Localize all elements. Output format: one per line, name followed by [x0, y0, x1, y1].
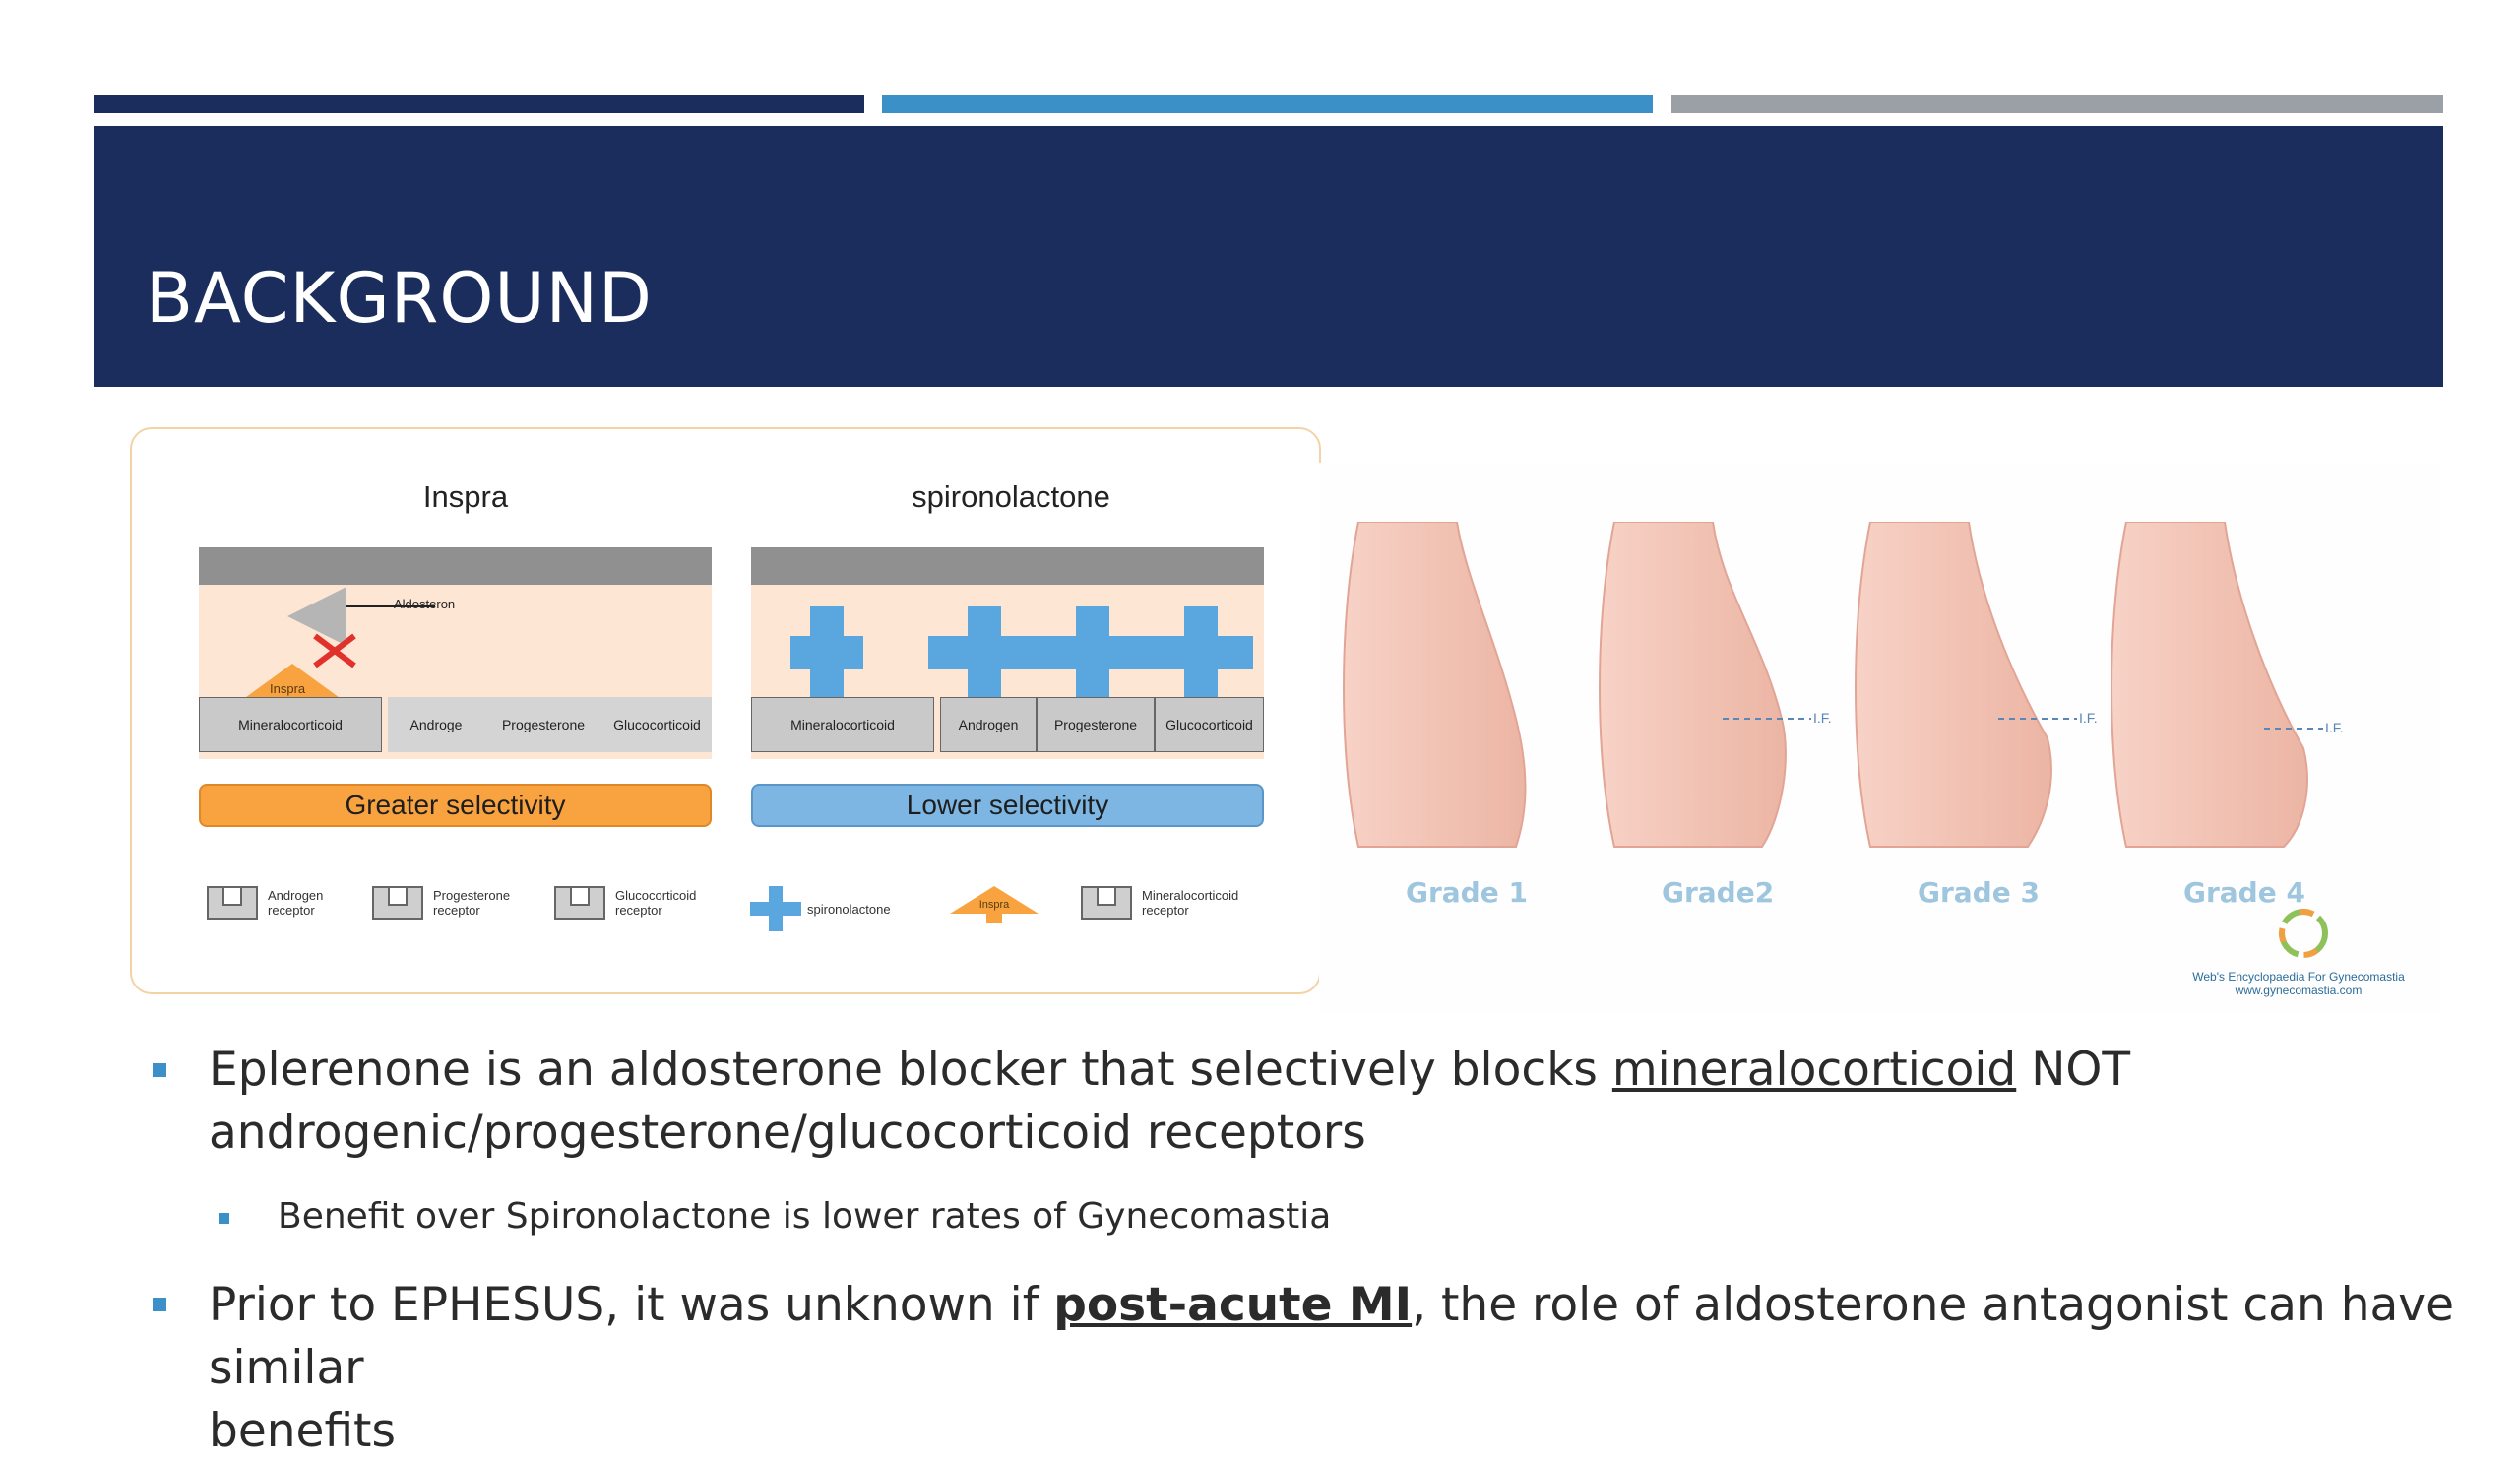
spironolactone-title: spironolactone — [912, 479, 1110, 514]
slide-title: BACKGROUND — [146, 258, 653, 339]
svg-text:Inspra: Inspra — [979, 899, 1010, 911]
top-bar-blue — [882, 95, 1653, 113]
aldosterone-label: Aldosteron — [394, 597, 456, 611]
receptor-icon — [372, 886, 423, 920]
spironolactone-molecules-icon — [790, 606, 1253, 715]
glucocorticoid-receptor: Glucocorticoid — [1155, 697, 1264, 752]
if-label: I.F. — [2079, 710, 2098, 726]
left-receptor-row: Mineralocorticoid Androge Progesterone G… — [199, 697, 712, 756]
bullet-ephesus: Prior to EPHESUS, it was unknown if post… — [209, 1278, 2455, 1458]
top-bar-gray — [1671, 95, 2443, 113]
legend-spironolactone: spironolactone — [750, 886, 891, 931]
spironolactone-cell-block: Mineralocorticoid Androgen Progesterone … — [751, 547, 1264, 759]
bullet-benefit: Benefit over Spironolactone is lower rat… — [278, 1196, 1332, 1237]
title-banner — [94, 126, 2443, 387]
androgen-receptor: Androge — [388, 697, 484, 752]
mineralocorticoid-receptor: Mineralocorticoid — [199, 697, 382, 752]
receptor-icon — [554, 886, 605, 920]
grade-4-label: Grade 4 — [2183, 876, 2305, 909]
gynecomastia-grades-figure: I.F. I.F. I.F. — [1319, 463, 2441, 1014]
cell-membrane — [199, 547, 712, 585]
inspra-molecule-label: Inspra — [270, 681, 306, 696]
cell-membrane — [751, 547, 1264, 585]
inspra-title: Inspra — [422, 479, 509, 514]
spironolactone-icon — [750, 886, 801, 931]
top-bar-navy — [94, 95, 864, 113]
progesterone-receptor: Progesterone — [484, 697, 602, 752]
lower-selectivity-bar: Lower selectivity — [751, 784, 1264, 827]
if-label: I.F. — [2325, 720, 2344, 735]
progesterone-receptor: Progesterone — [1037, 697, 1155, 752]
androgen-receptor: Androgen — [940, 697, 1037, 752]
right-receptor-row: Mineralocorticoid Androgen Progesterone … — [751, 697, 1264, 756]
if-label: I.F. — [1813, 710, 1832, 726]
bullet-eplerenone: Eplerenone is an aldosterone blocker tha… — [209, 1043, 2131, 1160]
bullet-marker — [153, 1063, 166, 1077]
grade-2-label: Grade2 — [1662, 876, 1775, 909]
bullet-marker — [153, 1298, 166, 1311]
grade-1-label: Grade 1 — [1406, 876, 1528, 909]
inspra-icon: Inspra — [950, 886, 1039, 923]
receptor-icon — [1081, 886, 1132, 920]
mineralocorticoid-receptor: Mineralocorticoid — [751, 697, 934, 752]
aldosterone-blocked-icon — [287, 587, 435, 668]
legend-inspra: Inspra — [950, 886, 1039, 925]
glucocorticoid-receptor: Glucocorticoid — [602, 697, 712, 752]
gynecomastia-logo-icon — [2279, 909, 2328, 958]
torso-illustrations: I.F. I.F. I.F. — [1343, 522, 2344, 848]
sub-bullet-marker — [219, 1213, 229, 1224]
greater-selectivity-bar: Greater selectivity — [199, 784, 712, 827]
grade-3-label: Grade 3 — [1918, 876, 2040, 909]
receptor-icon — [207, 886, 258, 920]
inspra-cell-block: Aldosteron Inspra Mineralocorticoid Andr… — [199, 547, 712, 759]
